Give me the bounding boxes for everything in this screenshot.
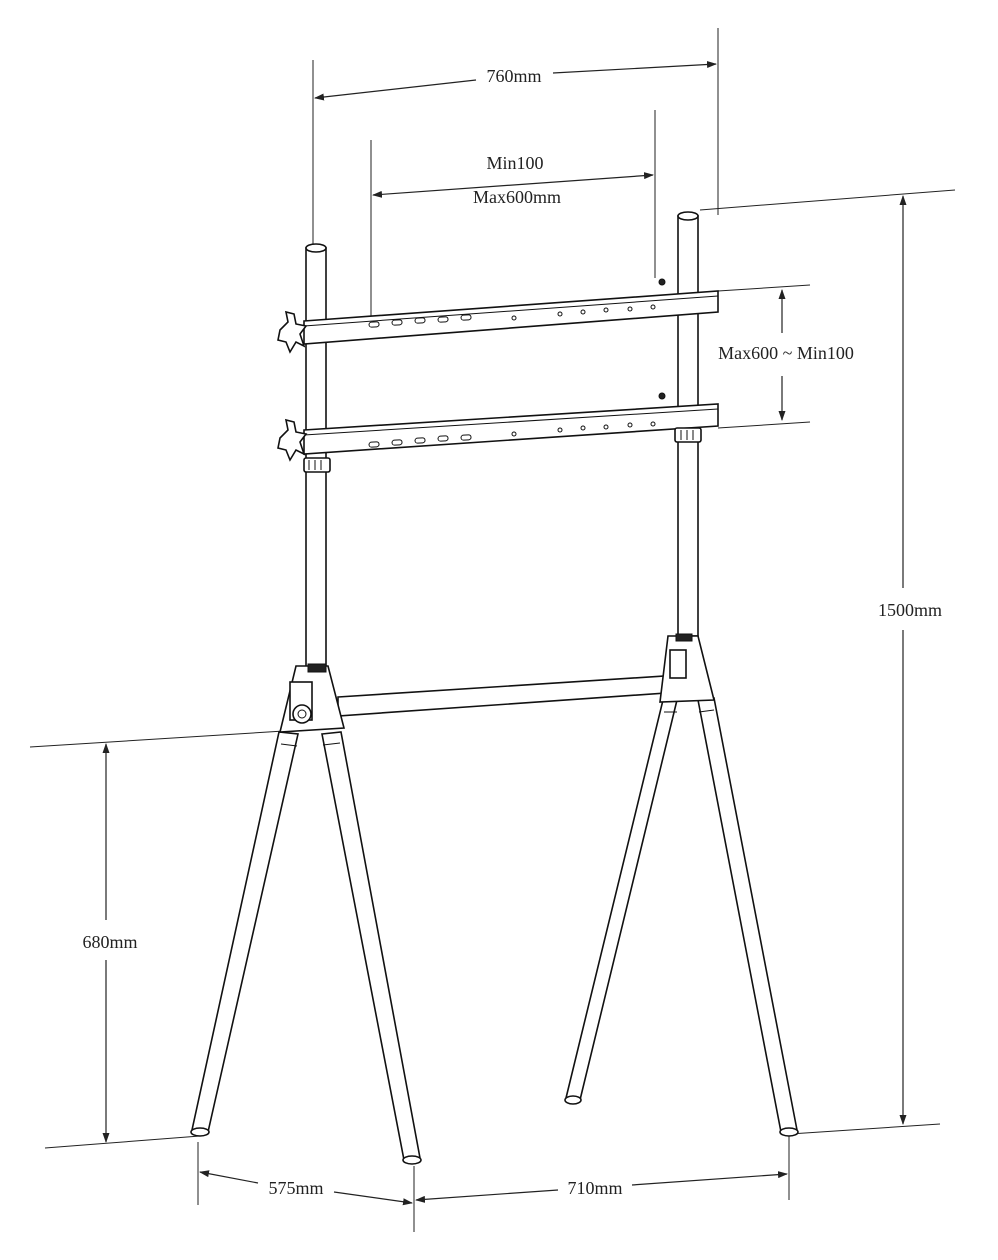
collar-left [303,457,331,473]
leg-back-left [321,731,421,1161]
label-total-width: 760mm [486,66,541,86]
dim-leg-span-front [415,1189,559,1203]
vesa-bracket-bottom [303,403,719,455]
extension-lines [29,28,956,1232]
leg-front-right [697,697,798,1133]
knob-top [277,310,308,354]
bracket-holes-bottom [368,421,656,448]
tv-stand [190,211,799,1165]
label-total-height: 1500mm [878,600,942,620]
label-vesa-horizontal-max: Max600mm [473,187,561,207]
dim-leg-span-side [199,1170,259,1184]
hub-right [659,635,716,703]
label-vesa-horizontal-min: Min100 [486,153,543,173]
dim-vesa-horizontal [372,172,654,198]
label-leg-span-side: 575mm [268,1178,323,1198]
label-leg-height: 680mm [82,932,137,952]
dimension-labels: 760mm Min100 Max600mm Max600 ~ Min100 15… [82,66,942,1198]
label-vesa-vertical: Max600 ~ Min100 [718,343,854,363]
dim-total-width [314,79,477,101]
vesa-bracket-top [303,290,719,345]
collar-right [674,427,702,443]
leg-back-right [565,699,679,1101]
label-leg-span-front: 710mm [567,1178,622,1198]
dimension-lines [102,61,907,1206]
leg-front-left [191,731,299,1133]
knob-bottom [277,418,308,462]
cross-bar [337,674,681,717]
bracket-holes-top [368,304,656,328]
